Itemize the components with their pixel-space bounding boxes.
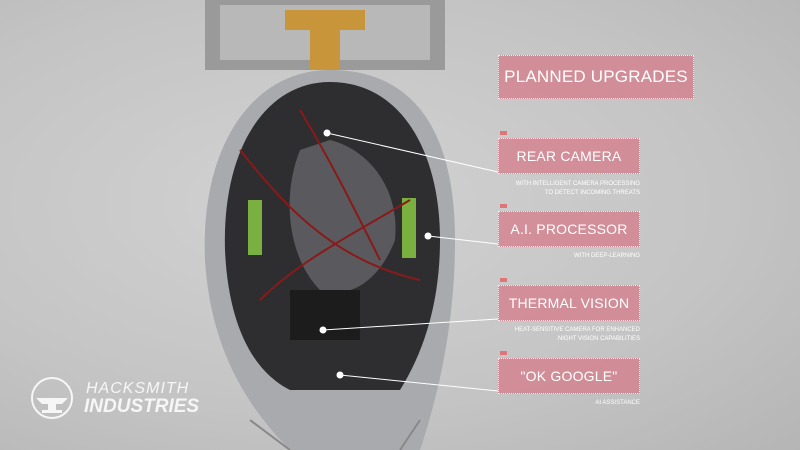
caption-thermal-vision: HEAT-SENSITIVE CAMERA FOR ENHANCED NIGHT…	[515, 326, 640, 344]
tag-marker	[500, 204, 507, 208]
upgrade-ai-processor: A.I. PROCESSOR	[498, 211, 640, 247]
caption-line: AI ASSISTANCE	[595, 400, 640, 406]
caption-line: TO DETECT INCOMING THREATS	[544, 190, 640, 196]
caption-ok-google: AI ASSISTANCE	[595, 399, 640, 408]
logo-line2: INDUSTRIES	[84, 396, 200, 417]
tag-marker	[500, 351, 507, 355]
battery-left	[248, 200, 262, 255]
ribbon-cable	[285, 10, 365, 70]
caption-line: WITH INTELLIGENT CAMERA PROCESSING	[515, 181, 640, 187]
caption-ai-processor: WITH DEEP-LEARNING	[574, 252, 640, 261]
caption-line: WITH DEEP-LEARNING	[573, 253, 640, 259]
battery-right	[402, 198, 416, 258]
caption-line: HEAT-SENSITIVE CAMERA FOR ENHANCED	[514, 327, 640, 333]
upgrade-ok-google: "OK GOOGLE"	[498, 358, 640, 394]
anvil-icon	[31, 377, 73, 419]
upgrade-thermal-vision: THERMAL VISION	[498, 285, 640, 321]
tag-marker	[500, 131, 507, 135]
caption-rear-camera: WITH INTELLIGENT CAMERA PROCESSING TO DE…	[516, 180, 640, 198]
upgrade-rear-camera: REAR CAMERA	[498, 138, 640, 174]
planned-upgrades-title: PLANNED UPGRADES	[498, 55, 694, 99]
logo-line1: HACKSMITH	[86, 380, 190, 397]
pointer-lines	[319, 129, 499, 392]
tag-marker	[500, 278, 507, 282]
caption-line: NIGHT VISION CAPABILITIES	[557, 336, 640, 342]
hacksmith-logo: HACKSMITH INDUSTRIES	[28, 376, 199, 425]
